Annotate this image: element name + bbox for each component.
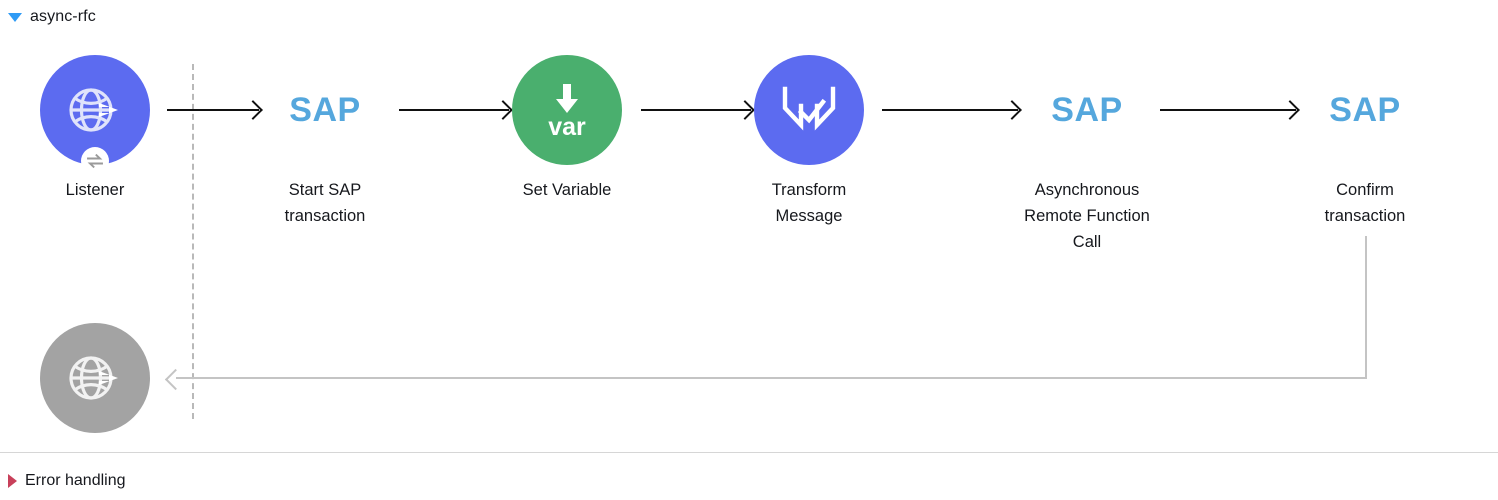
node-label-set-variable: Set Variable [522, 181, 612, 199]
connector-arrow-listener-to-start-sap [167, 109, 259, 111]
dataweave-icon [782, 86, 836, 131]
set-variable-circle: var [512, 55, 622, 165]
connector-arrow-start-sap-to-set-variable [399, 109, 509, 111]
transform-message-icon-wrap [754, 55, 864, 165]
return-path-vertical-segment [1365, 236, 1367, 379]
node-label-confirm-transaction: Confirm transaction [1324, 181, 1406, 225]
triangle-right-icon[interactable] [8, 474, 17, 488]
source-boundary-dashed-line [192, 64, 194, 419]
error-handling-title: Error handling [25, 472, 126, 489]
node-confirm-transaction[interactable]: SAP Confirm transaction [1270, 55, 1460, 229]
sap-wordmark-icon: SAP [1329, 90, 1401, 129]
flow-header[interactable]: async-rfc [8, 5, 96, 29]
footer-divider [0, 452, 1498, 453]
node-start-sap-transaction[interactable]: SAP Start SAP transaction [230, 55, 420, 229]
node-listener[interactable]: Listener [0, 55, 190, 203]
var-down-arrow-icon: var [548, 84, 586, 141]
node-transform-message[interactable]: Transform Message [714, 55, 904, 229]
connector-arrow-set-variable-to-transform [641, 109, 751, 111]
node-asynchronous-remote-function-call[interactable]: SAP Asynchronous Remote Function Call [992, 55, 1182, 255]
return-path-horizontal-segment [176, 377, 1366, 379]
node-label-start-sap-transaction: Start SAP transaction [284, 181, 366, 225]
node-label-transform-message: Transform Message [771, 181, 847, 225]
listener-response-icon-wrap [40, 323, 150, 433]
node-label-listener: Listener [65, 181, 125, 199]
svg-text:var: var [548, 113, 586, 141]
listener-exchange-badge [81, 147, 109, 175]
globe-arrow-icon [69, 88, 118, 132]
connector-arrow-arfc-to-confirm [1160, 109, 1296, 111]
triangle-down-icon[interactable] [8, 12, 22, 22]
listener-circle [40, 55, 150, 165]
connector-arrow-transform-to-arfc [882, 109, 1018, 111]
node-set-variable[interactable]: var Set Variable [472, 55, 662, 203]
flow-title: async-rfc [30, 8, 96, 25]
listener-response-circle [40, 323, 150, 433]
node-label-asynchronous-remote-function-call: Asynchronous Remote Function Call [1024, 181, 1150, 251]
exchange-arrows-icon [87, 153, 103, 169]
transform-message-circle [754, 55, 864, 165]
sap-wordmark-icon: SAP [1051, 90, 1123, 129]
listener-icon-wrap [40, 55, 150, 175]
set-variable-icon-wrap: var [512, 55, 622, 165]
globe-arrow-icon [69, 356, 118, 400]
node-listener-response[interactable] [0, 323, 190, 433]
error-handling-header[interactable]: Error handling [8, 469, 126, 493]
sap-wordmark-icon: SAP [289, 90, 361, 129]
